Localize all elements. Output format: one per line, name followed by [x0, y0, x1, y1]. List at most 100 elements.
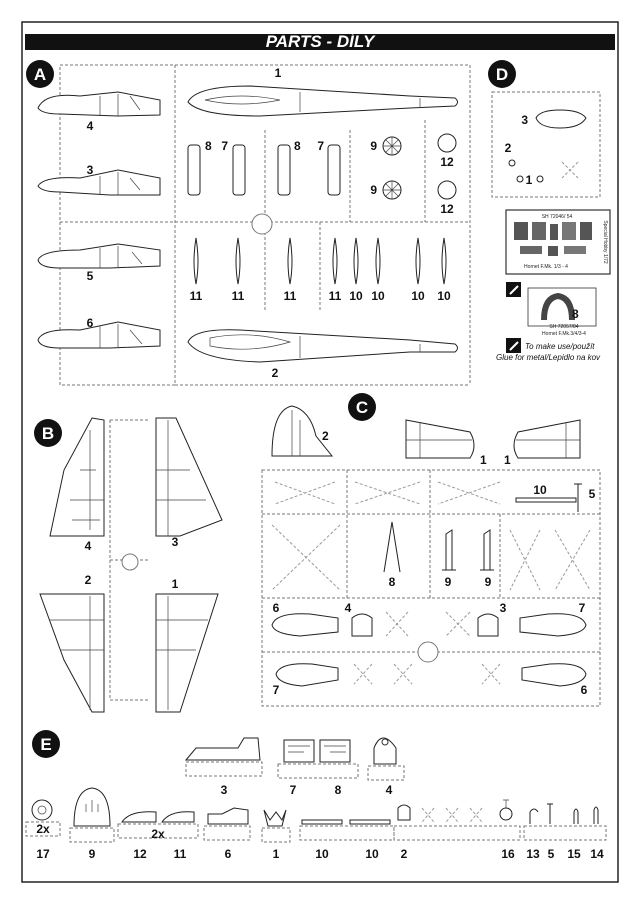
label-c10: 10 [533, 483, 547, 497]
part-d1b [536, 175, 544, 183]
label-c4: 4 [345, 601, 352, 615]
label-c8: 8 [389, 575, 396, 589]
part-a8b [277, 144, 291, 196]
part-b1 [155, 593, 219, 713]
label-e16: 16 [501, 847, 515, 861]
label-b2: 2 [85, 573, 92, 587]
label-a3: 3 [87, 163, 94, 177]
part-c7b [275, 663, 339, 687]
part-a11d [332, 237, 338, 285]
glue-brush-icon [506, 282, 521, 297]
part-c9 [442, 529, 456, 571]
part-a11c [287, 237, 293, 285]
label-e10b: 10 [365, 847, 379, 861]
section-e-badge [32, 730, 60, 758]
label-b3: 3 [172, 535, 179, 549]
label-e4: 4 [386, 783, 393, 797]
part-e4-hole [381, 738, 389, 746]
label-b1: 1 [172, 577, 179, 591]
label-e9: 9 [89, 847, 96, 861]
label-e17: 17 [36, 847, 50, 861]
part-e5 [547, 803, 553, 824]
sprue-e2-16 [393, 825, 521, 841]
sprue-a-frame [59, 64, 471, 386]
label-e1: 1 [273, 847, 280, 861]
part-a7b [327, 144, 341, 196]
part-e16 [499, 799, 513, 821]
section-a-badge [26, 60, 54, 88]
label-c6b: 6 [581, 683, 588, 697]
label-e14: 14 [590, 847, 604, 861]
label-c7b: 7 [273, 683, 280, 697]
part-d3 [535, 109, 587, 129]
label-a11b: 11 [232, 289, 245, 303]
section-d: D 3 2 1 SH 72046/ 54 Hornet F.Mk. 1/3 - … [488, 60, 611, 362]
part-c3 [477, 613, 499, 637]
label-a9: 9 [370, 139, 377, 153]
section-b-badge [34, 419, 62, 447]
label-c6: 6 [273, 601, 280, 615]
note-line-1: To make use/použít [525, 342, 595, 351]
mask-code: SH 72057/84 [549, 324, 578, 330]
sprue-e9 [69, 827, 115, 843]
part-e2 [397, 804, 411, 821]
label-d1: 1 [526, 173, 533, 187]
part-a9 [382, 136, 402, 156]
part-a10 [353, 237, 359, 285]
label-c9: 9 [445, 575, 452, 589]
part-a4 [37, 91, 161, 117]
section-c-badge [348, 393, 376, 421]
part-a10c [415, 237, 421, 285]
part-c7 [519, 613, 587, 637]
part-d8 [541, 292, 575, 321]
sprue-d-frame [491, 91, 601, 198]
photoetch-sheet-code: SH 72046/ 54 [542, 214, 573, 220]
label-c2: 2 [322, 429, 329, 443]
part-b2 [39, 593, 105, 713]
label-a10d: 10 [437, 289, 451, 303]
section-a-letter: A [34, 65, 46, 84]
label-a7b: 7 [317, 139, 324, 153]
part-a10b [375, 237, 381, 285]
sprue-a-gate [251, 213, 273, 235]
label-d8: 8 [572, 307, 579, 321]
part-a8 [187, 144, 201, 196]
part-a1 [187, 85, 458, 117]
sprue-e4 [367, 765, 405, 781]
label-a9b: 9 [370, 183, 377, 197]
sprue-e10 [299, 825, 395, 841]
part-e8 [319, 739, 351, 763]
part-e7-detail [288, 745, 310, 753]
part-a12b [437, 180, 457, 200]
sprue-e17 [25, 821, 61, 837]
part-c1 [405, 419, 475, 459]
label-a4: 4 [87, 119, 94, 133]
part-a3 [37, 169, 161, 196]
part-e15 [573, 808, 579, 824]
part-a9b [382, 180, 402, 200]
label-a2: 2 [272, 366, 279, 380]
mask-name: Hornet F.Mk.3/4/3-4 [542, 331, 586, 337]
part-c4 [351, 613, 373, 637]
part-e11 [161, 811, 195, 823]
section-e: E 3 7 8 4 2x 17 9 2x 12 11 6 [25, 730, 607, 861]
part-e12 [121, 811, 157, 823]
label-c7: 7 [579, 601, 586, 615]
note-line-2: Glue for metal/Lepidlo na kov [496, 353, 601, 362]
section-d-badge [488, 60, 516, 88]
sprue-e13-14 [523, 825, 607, 841]
part-c6b [521, 663, 587, 687]
part-e1 [263, 809, 287, 827]
sprue-e1 [261, 827, 291, 843]
label-e8: 8 [335, 783, 342, 797]
part-e9-vents [85, 800, 99, 812]
part-a7 [232, 144, 246, 196]
part-e3 [184, 737, 261, 761]
label-a11d: 11 [329, 289, 342, 303]
sprue-c-gate [417, 641, 439, 663]
label-a8b: 8 [294, 139, 301, 153]
glue-brush-icon [506, 338, 521, 353]
label-e2: 2 [401, 847, 408, 861]
label-e10: 10 [315, 847, 329, 861]
sprue-c-frame [261, 469, 601, 707]
